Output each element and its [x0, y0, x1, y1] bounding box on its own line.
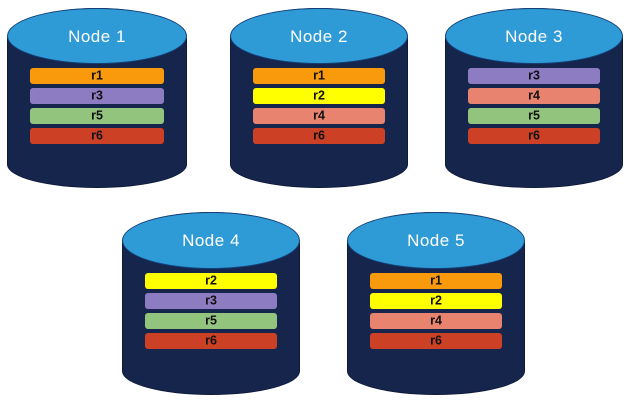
replica-label: r4 — [528, 88, 540, 103]
database-node-5[interactable]: Node 5 r1 r2 r4 r6 — [347, 212, 525, 395]
replica-label: r6 — [205, 333, 217, 348]
replica-bar[interactable]: r3 — [30, 88, 164, 105]
node-title: Node 5 — [407, 231, 465, 251]
replica-bar[interactable]: r5 — [145, 313, 277, 330]
replica-bar[interactable]: r2 — [370, 293, 502, 310]
replica-stack: r3 r4 r5 r6 — [468, 68, 600, 145]
node-title: Node 1 — [68, 26, 126, 46]
node-cylinder-top: Node 4 — [122, 212, 300, 269]
node-cylinder-top: Node 5 — [347, 212, 525, 269]
replica-label: r6 — [430, 333, 442, 348]
replica-bar[interactable]: r6 — [145, 333, 277, 350]
replica-bar[interactable]: r4 — [370, 313, 502, 330]
replica-bar[interactable]: r6 — [468, 128, 600, 145]
node-title: Node 4 — [182, 231, 240, 251]
replica-bar[interactable]: r3 — [468, 68, 600, 85]
database-node-4[interactable]: Node 4 r2 r3 r5 r6 — [122, 212, 300, 395]
node-cylinder-top: Node 2 — [230, 8, 408, 64]
database-node-2[interactable]: Node 2 r1 r2 r4 r6 — [230, 8, 408, 188]
replica-bar[interactable]: r6 — [30, 128, 164, 145]
replica-bar[interactable]: r6 — [370, 333, 502, 350]
replica-label: r3 — [91, 88, 103, 103]
replica-bar[interactable]: r5 — [30, 108, 164, 125]
replica-label: r4 — [313, 108, 325, 123]
replica-bar[interactable]: r6 — [253, 128, 385, 145]
replica-bar[interactable]: r2 — [253, 88, 385, 105]
node-title: Node 2 — [290, 26, 348, 46]
replica-label: r1 — [91, 68, 103, 83]
replica-label: r5 — [528, 108, 540, 123]
database-node-3[interactable]: Node 3 r3 r4 r5 r6 — [445, 8, 623, 188]
replica-label: r4 — [430, 313, 442, 328]
replica-bar[interactable]: r4 — [253, 108, 385, 125]
replica-label: r6 — [91, 128, 103, 143]
replica-stack: r1 r3 r5 r6 — [30, 68, 164, 145]
replica-bar[interactable]: r2 — [145, 273, 277, 290]
replica-label: r6 — [528, 128, 540, 143]
replica-label: r5 — [91, 108, 103, 123]
node-title: Node 3 — [505, 26, 563, 46]
node-cylinder-top: Node 1 — [7, 8, 187, 64]
replica-bar[interactable]: r1 — [253, 68, 385, 85]
replica-bar[interactable]: r4 — [468, 88, 600, 105]
replica-label: r2 — [205, 273, 217, 288]
replica-bar[interactable]: r5 — [468, 108, 600, 125]
replica-stack: r1 r2 r4 r6 — [253, 68, 385, 145]
replica-label: r2 — [430, 293, 442, 308]
replica-label: r2 — [313, 88, 325, 103]
replica-label: r3 — [528, 68, 540, 83]
replica-stack: r1 r2 r4 r6 — [370, 273, 502, 350]
replica-label: r3 — [205, 293, 217, 308]
replica-label: r5 — [205, 313, 217, 328]
replica-bar[interactable]: r3 — [145, 293, 277, 310]
replica-stack: r2 r3 r5 r6 — [145, 273, 277, 350]
replica-bar[interactable]: r1 — [30, 68, 164, 85]
replica-bar[interactable]: r1 — [370, 273, 502, 290]
replica-label: r1 — [430, 273, 442, 288]
node-cylinder-top: Node 3 — [445, 8, 623, 64]
database-node-1[interactable]: Node 1 r1 r3 r5 r6 — [7, 8, 187, 188]
replica-label: r6 — [313, 128, 325, 143]
replica-label: r1 — [313, 68, 325, 83]
